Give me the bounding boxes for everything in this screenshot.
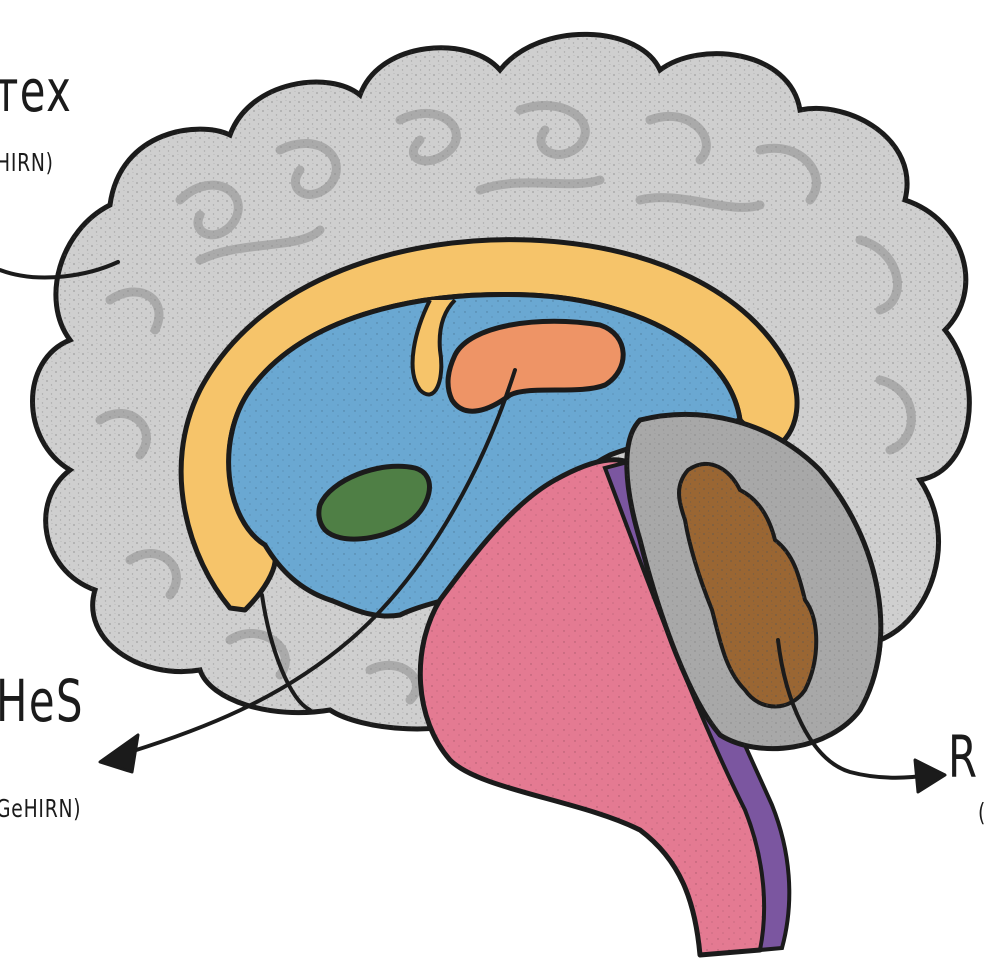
- reptile-title: R: [948, 728, 978, 786]
- cortex-title: тex: [0, 62, 72, 120]
- reptile-subtitle: (: [978, 800, 986, 825]
- cortex-subtitle: HIRN): [0, 150, 54, 175]
- limbic-arrow-head: [100, 735, 138, 772]
- limbic-title: HeS: [0, 672, 84, 730]
- reptile-arrow-head: [915, 760, 945, 792]
- limbic-subtitle: GeHIRN): [0, 796, 81, 821]
